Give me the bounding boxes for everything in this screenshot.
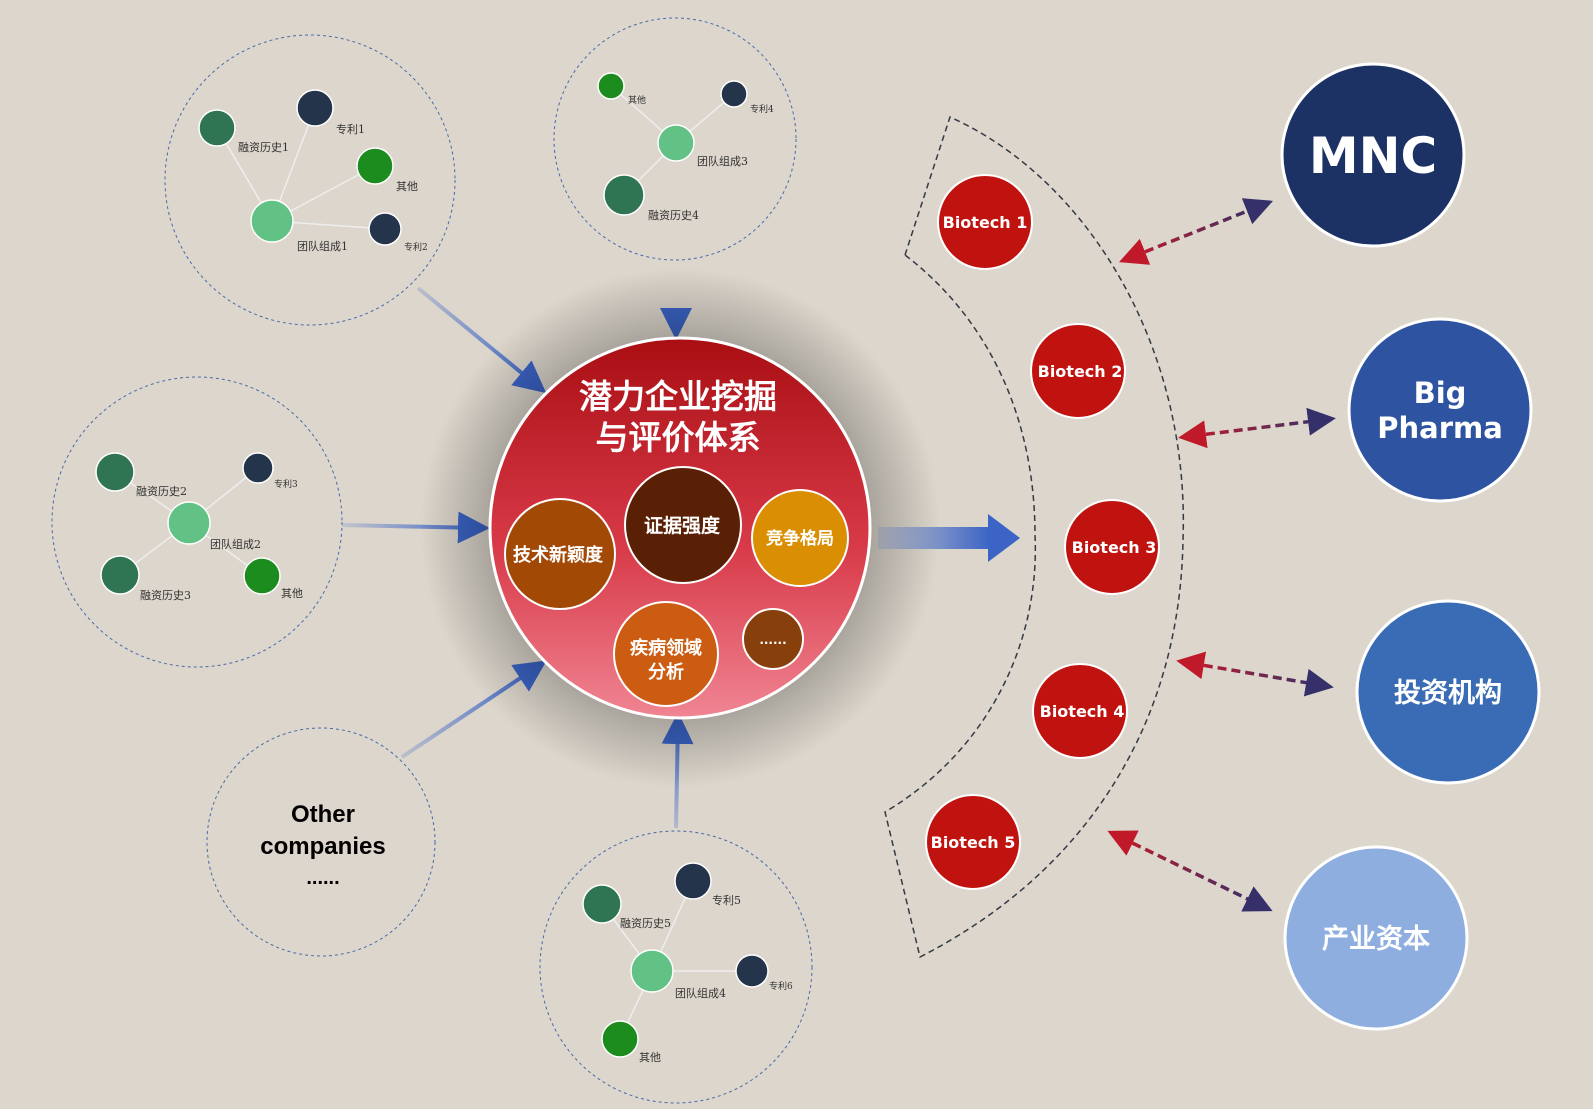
partner-big-pharma-line2: Pharma [1377, 411, 1503, 445]
center-title-line2: 与评价体系 [596, 418, 761, 457]
cluster-2-boundary [553, 17, 797, 261]
cluster-3: 融资历史2 专利3 团队组成2 融资历史3 其他 [51, 376, 343, 668]
node-finance [95, 452, 135, 492]
node-label: 融资历史4 [648, 209, 699, 222]
biotech-3-label: Biotech 3 [1072, 538, 1157, 557]
partner-big-pharma [1347, 317, 1533, 503]
other-companies-boundary [206, 727, 436, 957]
node-patent [242, 452, 274, 484]
node-label: 其他 [639, 1051, 661, 1064]
node-label: 专利2 [404, 241, 428, 253]
node-label: 其他 [396, 180, 418, 193]
output-arrow-shaft [878, 527, 990, 549]
cluster-1-boundary [164, 34, 456, 326]
cluster-4: 融资历史5 专利5 团队组成4 专利6 其他 [539, 830, 813, 1104]
biotech-1-label: Biotech 1 [943, 213, 1028, 232]
partner-mnc-label: MNC [1309, 127, 1437, 185]
biotech-4 [1032, 663, 1128, 759]
node-other [356, 147, 394, 185]
cluster-4-boundary [539, 830, 813, 1104]
node-team [657, 124, 695, 162]
criterion-disease-area [613, 601, 719, 707]
biotech-arc-outline [884, 115, 1185, 959]
cluster-2: 其他 专利4 团队组成3 融资历史4 [553, 17, 797, 261]
biotech-5 [925, 794, 1021, 890]
node-other [597, 72, 625, 100]
link-mnc [1118, 198, 1274, 265]
other-companies-line2: companies [260, 833, 385, 860]
node-label: 团队组成2 [210, 537, 261, 551]
node-label: 专利1 [336, 122, 365, 136]
partner-industrial-capital-label: 产业资本 [1322, 924, 1430, 955]
evaluation-system: 潜力企业挖掘 与评价体系 技术新颖度 证据强度 竞争格局 疾病领域 分析 ...… [420, 268, 940, 788]
node-label: 团队组成4 [675, 986, 726, 1000]
node-patent [720, 80, 748, 108]
link-big-pharma [1178, 407, 1336, 449]
node-other [243, 557, 281, 595]
biotech-2-label: Biotech 2 [1038, 362, 1123, 381]
criterion-evidence-label: 证据强度 [644, 514, 721, 537]
cluster-1: 融资历史1 专利1 其他 团队组成1 专利2 [164, 34, 456, 326]
criterion-more-label: ...... [759, 633, 786, 647]
other-companies: Other companies ...... [206, 727, 436, 957]
biotech-2 [1030, 323, 1126, 419]
other-companies-line1: Other [291, 801, 355, 828]
node-finance [582, 884, 622, 924]
partner-big-pharma-line1: Big [1414, 376, 1467, 410]
node-finance [100, 555, 140, 595]
node-label: 融资历史3 [140, 589, 191, 602]
node-label: 专利4 [750, 103, 774, 115]
biotech-1 [937, 174, 1033, 270]
node-label: 团队组成1 [297, 239, 348, 253]
output-arrow [878, 514, 1020, 562]
node-finance [603, 174, 645, 216]
node-team [250, 199, 294, 243]
node-label: 专利3 [274, 478, 298, 490]
link-investors [1176, 651, 1334, 697]
node-label: 团队组成3 [697, 154, 748, 168]
node-team [630, 949, 674, 993]
partner-investors [1355, 599, 1541, 785]
cluster-3-boundary [51, 376, 343, 668]
partner-investors-label: 投资机构 [1394, 678, 1502, 709]
partner-industrial-capital [1283, 845, 1469, 1031]
criterion-competition [751, 489, 849, 587]
criterion-evidence [624, 466, 742, 584]
node-patent [674, 862, 712, 900]
node-label: 专利5 [712, 893, 741, 907]
criterion-disease-area-label1: 疾病领域 [630, 637, 702, 659]
biotech-4-label: Biotech 4 [1040, 702, 1125, 721]
biotech-5-label: Biotech 5 [931, 833, 1016, 852]
node-label: 其他 [628, 94, 646, 106]
node-patent [735, 954, 769, 988]
biotech-3 [1064, 499, 1160, 595]
criterion-more [742, 608, 804, 670]
other-companies-line3: ...... [306, 867, 339, 889]
node-label: 其他 [281, 587, 303, 600]
criterion-tech-novelty [504, 498, 616, 610]
node-patent [296, 89, 334, 127]
node-label: 融资历史1 [238, 141, 289, 154]
node-other [601, 1020, 639, 1058]
link-industrial-capital [1107, 830, 1273, 912]
center-title-line1: 潜力企业挖掘 [579, 377, 777, 416]
node-label: 专利6 [769, 980, 793, 992]
node-team [167, 501, 211, 545]
partner-links [1107, 198, 1336, 912]
criterion-tech-novelty-label: 技术新颖度 [513, 544, 604, 566]
partners: MNC Big Pharma 投资机构 产业资本 [1280, 62, 1541, 1031]
node-patent [368, 212, 402, 246]
node-finance [198, 109, 236, 147]
node-label: 融资历史2 [136, 485, 187, 498]
node-label: 融资历史5 [620, 917, 671, 930]
output-arrow-head [988, 514, 1020, 562]
criterion-competition-label: 竞争格局 [766, 528, 834, 549]
partner-mnc [1280, 62, 1466, 248]
biotech-arc: Biotech 1 Biotech 2 Biotech 3 Biotech 4 … [884, 115, 1185, 959]
criterion-disease-area-label2: 分析 [648, 661, 684, 683]
